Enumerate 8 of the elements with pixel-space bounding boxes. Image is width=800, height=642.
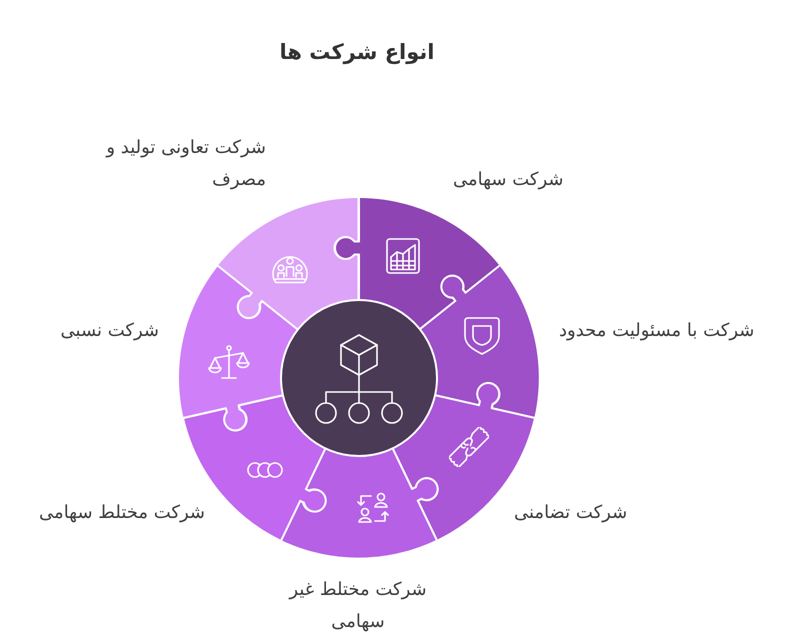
piece-label: شرکت با مسئولیت محدود <box>559 319 754 343</box>
piece-label: شرکت تعاونی تولید و مصرف <box>104 136 266 192</box>
piece-label: شرکت تضامنی <box>514 501 628 525</box>
piece-label: شرکت مختلط غیر سهامی <box>288 578 428 634</box>
piece-label: شرکت سهامی <box>453 168 564 192</box>
piece-label: شرکت مختلط سهامی <box>39 501 205 525</box>
title: انواع شرکت ها <box>279 39 435 66</box>
piece-label: شرکت نسبی <box>60 319 159 343</box>
